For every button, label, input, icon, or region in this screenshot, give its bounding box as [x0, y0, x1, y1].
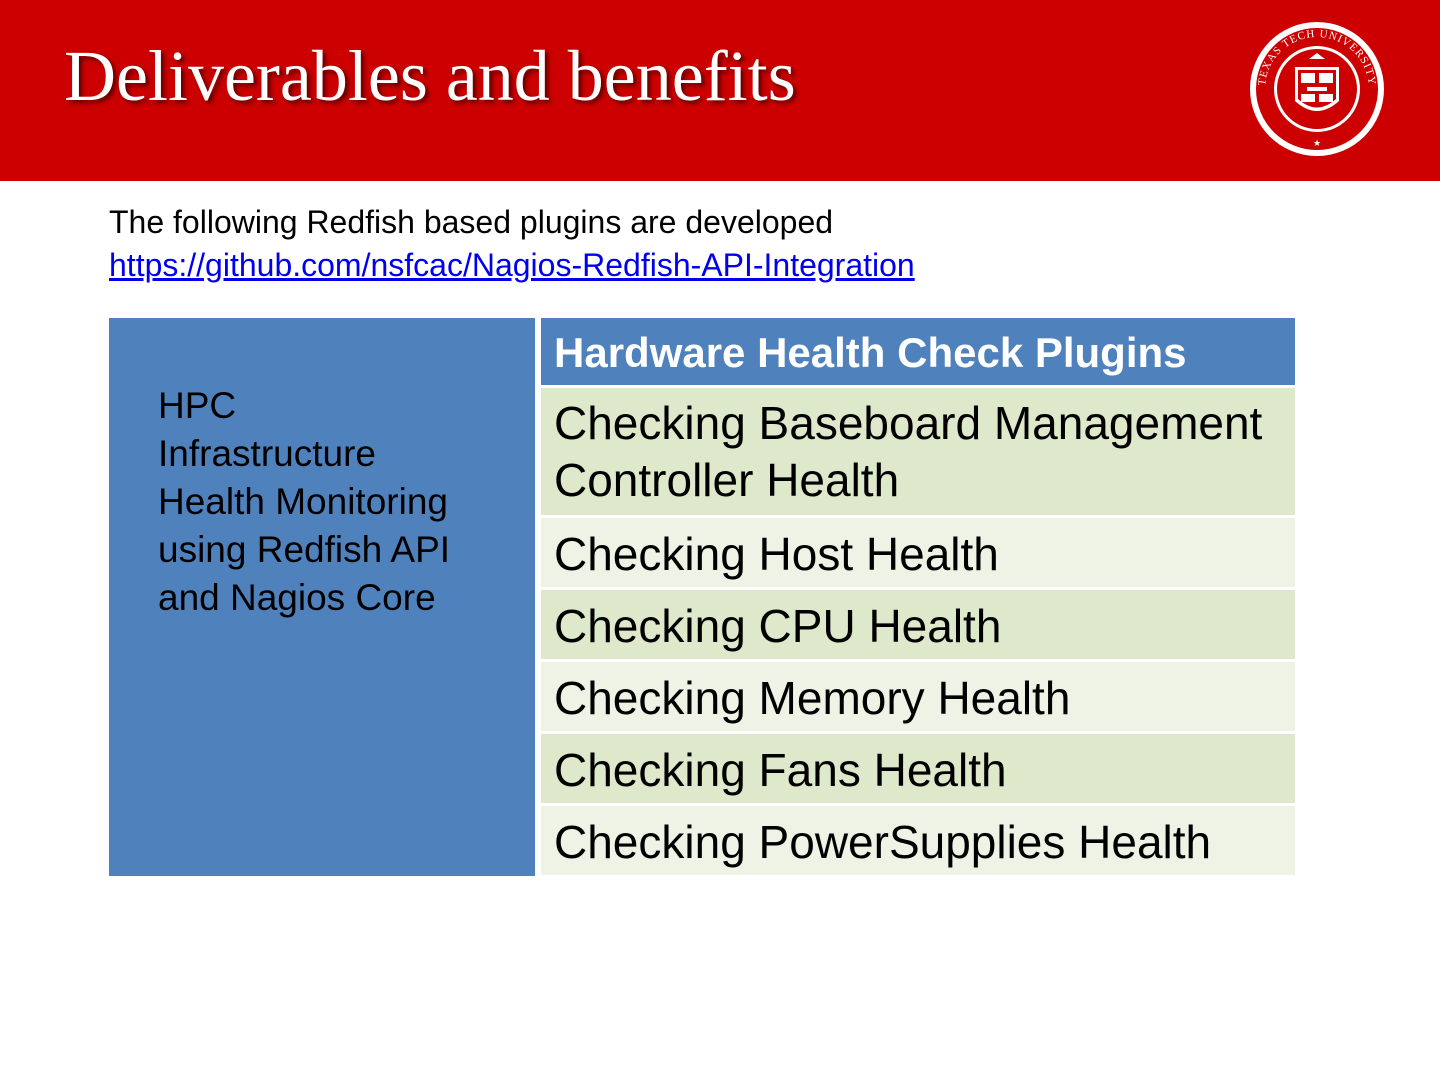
- plugins-table: Hardware Health Check Plugins Checking B…: [538, 318, 1295, 875]
- intro-paragraph: The following Redfish based plugins are …: [109, 201, 915, 287]
- plugin-row: Checking CPU Health: [541, 587, 1295, 659]
- plugin-row: Checking Fans Health: [541, 731, 1295, 803]
- plugin-row: Checking PowerSupplies Health: [541, 803, 1295, 875]
- plugin-row: Checking Memory Health: [541, 659, 1295, 731]
- plugins-table-header: Hardware Health Check Plugins: [538, 318, 1295, 385]
- project-summary-box: HPC Infrastructure Health Monitoring usi…: [109, 318, 535, 876]
- intro-text: The following Redfish based plugins are …: [109, 204, 834, 240]
- slide-title: Deliverables and benefits: [64, 36, 796, 116]
- plugin-row: Checking Baseboard Management Controller…: [541, 385, 1295, 515]
- project-summary-text: HPC Infrastructure Health Monitoring usi…: [158, 385, 451, 618]
- title-bar: Deliverables and benefits TEXAS TECH UNI…: [0, 0, 1440, 181]
- university-seal-logo: TEXAS TECH UNIVERSITY SYSTEM ★: [1249, 21, 1384, 156]
- plugin-row: Checking Host Health: [541, 515, 1295, 587]
- svg-text:★: ★: [1313, 138, 1321, 148]
- github-repo-link[interactable]: https://github.com/nsfcac/Nagios-Redfish…: [109, 247, 915, 283]
